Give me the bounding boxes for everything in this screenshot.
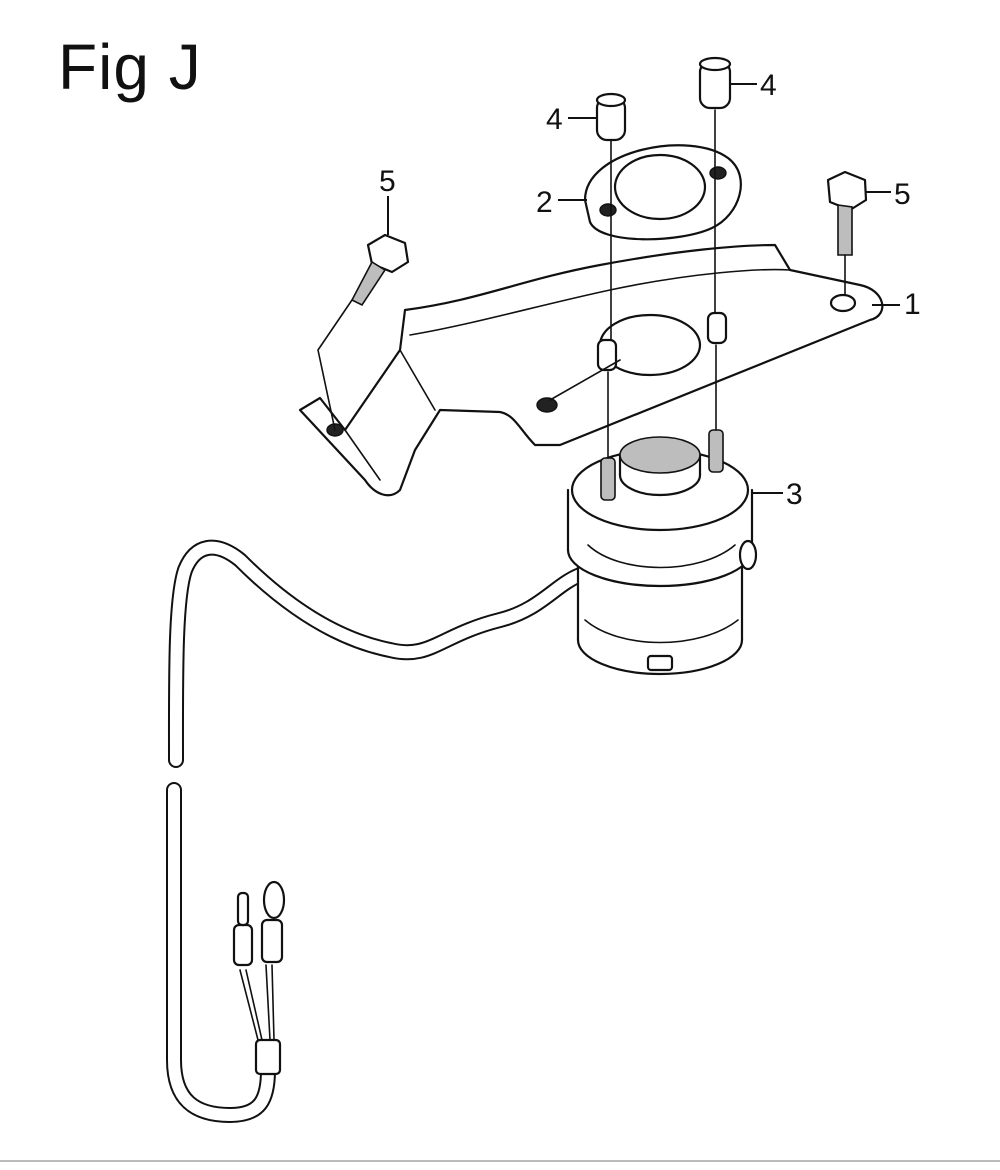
assembly-lines: [607, 109, 846, 459]
part-5-bolt: [826, 170, 868, 256]
terminal-pin: [236, 891, 250, 927]
callout-5-left: 5: [379, 165, 396, 235]
part-5-bolt: [350, 233, 410, 307]
wire-sleeve: [254, 1038, 282, 1076]
svg-text:5: 5: [894, 178, 911, 211]
svg-text:3: 3: [786, 478, 803, 511]
part-4-nut: [595, 92, 627, 142]
figure-title: Fig J: [58, 31, 202, 103]
callout-3: 3: [752, 478, 803, 511]
svg-text:5: 5: [379, 165, 396, 198]
page-edge: [0, 1160, 1000, 1162]
bolt-hole: [536, 397, 558, 413]
svg-text:1: 1: [904, 288, 921, 321]
svg-text:4: 4: [546, 103, 563, 136]
bolt-hole: [829, 293, 857, 313]
connector-terminal: [260, 918, 284, 964]
callout-4-right: 4: [730, 69, 777, 102]
part-4-nut: [698, 56, 732, 110]
callout-5-right: 5: [866, 178, 911, 211]
part-2-gasket: [583, 144, 742, 241]
part-3-switch-body: [566, 429, 758, 676]
terminal-socket: [262, 880, 286, 920]
svg-text:2: 2: [536, 186, 553, 219]
callout-1: 1: [872, 288, 921, 321]
wire-harness: [166, 539, 588, 1123]
connector-terminal: [232, 923, 254, 967]
callout-4-left: 4: [546, 103, 597, 136]
callout-2: 2: [536, 186, 587, 219]
part-1-bracket: [298, 243, 884, 497]
svg-text:4: 4: [760, 69, 777, 102]
